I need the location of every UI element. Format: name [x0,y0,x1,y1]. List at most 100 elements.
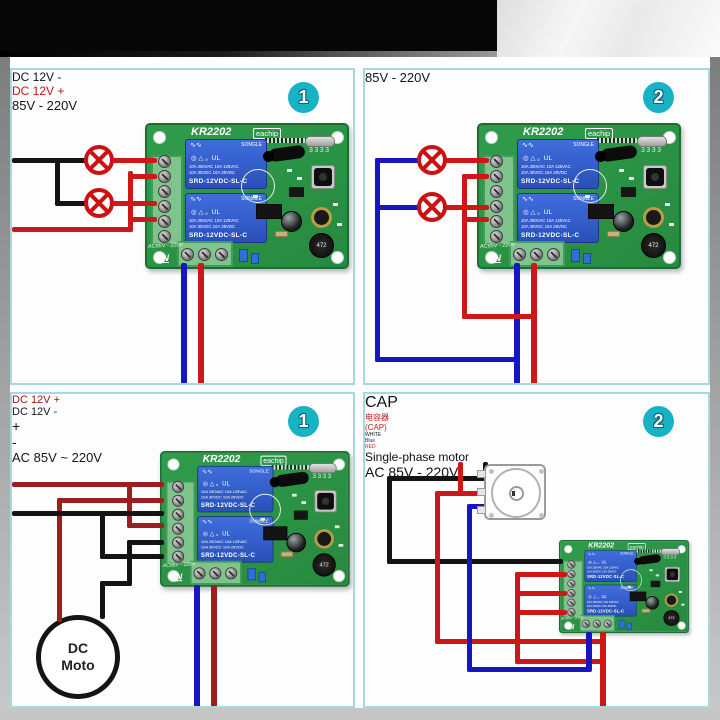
relay-rating-line1: 10A 250VAC 10A 125VAC [587,600,619,604]
smd-capacitor-blue [258,571,267,583]
wire-segment [100,581,132,586]
electrolytic-capacitor [281,211,302,232]
crystal-oscillator [305,136,335,147]
screw-terminal [172,508,185,521]
push-button-dot [651,173,659,181]
screw-slot [569,562,574,567]
screw-terminal [547,248,560,261]
wiring-label: 电容器 [365,413,389,422]
relay-rating-line2: 10A 30VDC 10A 28VDC [200,494,244,500]
smd-capacitor-blue [583,253,591,264]
inductor-value-label: 472 [668,616,675,620]
electrolytic-capacitor-gold [311,207,332,228]
screw-slot [161,188,169,196]
screw-terminal [567,560,576,569]
screw-terminal [490,155,503,168]
wire-segment [515,610,567,615]
smd-component [260,517,266,521]
wire-segment [515,659,603,664]
right-gray-strip [710,57,720,720]
lamp-symbol [84,188,114,218]
smd-component [669,223,674,226]
screw-slot [212,570,219,577]
screw-terminal [603,619,612,628]
screw-slot [228,570,235,577]
relay-logo: ∿∿ [522,142,534,149]
screw-terminal [172,536,185,549]
relay-rating-line1: 10A 250VAC 10A 125VAC [189,218,239,223]
lamp-symbol [417,192,447,222]
relay-rating-line2: 10A 30VDC 10A 28VDC [200,544,244,550]
smd-component [292,493,297,497]
screw-slot [175,525,182,533]
wire-segment [435,491,440,644]
smd-ic [289,187,304,197]
wire-segment [586,632,592,672]
screw-slot [161,233,169,241]
smd-component [585,195,590,198]
dc-motor-label-line1: DC [67,639,89,656]
resistor [641,608,651,613]
rf-receiver-knob [595,151,606,162]
screw-slot [569,572,574,577]
screw-terminal [581,619,591,628]
screw-terminal [172,494,185,507]
relay-model-label: SRD-12VDC-SL-C [521,178,580,185]
screw-slot [605,621,611,627]
motor-shaft-circle [509,486,524,501]
screw-terminal [158,200,171,213]
screw-terminal [215,248,228,261]
relay-rating-line2: 10A 30VDC 10A 28VDC [587,569,617,574]
relay-logo: ∿∿ [190,196,202,203]
wire-segment [100,511,105,559]
relay-cert-icons: ◎ △ 。UL [202,530,230,538]
wire-segment [375,205,419,210]
screw-slot [161,158,169,166]
solder-pad-row [597,138,639,143]
motor-shaft-key [512,491,515,496]
relay-logo: ∿∿ [201,518,213,526]
wire-segment [128,217,157,222]
screw-slot [569,610,574,615]
mounting-hole [153,131,166,144]
relay-rating-line2: 10A 30VDC 10A 28VDC [587,604,617,608]
step-2-badge: 2 [643,82,674,113]
wire-segment [515,572,567,577]
board-in-label: IN [568,622,575,630]
mounting-hole [485,251,498,264]
smd-component [253,195,258,198]
screw-slot [175,511,182,519]
screw-terminal [567,569,576,579]
electrolytic-capacitor-gold [314,529,334,549]
wire-segment [194,585,200,706]
motor-terminal-tab [477,488,486,496]
relay-rating-line2: 10A 30VDC 10A 28VDC [521,170,568,175]
wire-segment [462,217,489,222]
screw-terminal [490,200,503,213]
smd-component [337,223,342,226]
relay-cert-icons: ◎ △ 。UL [523,209,553,216]
mounting-hole [564,621,573,630]
mounting-hole [167,570,180,583]
step-1-badge: 1 [288,82,319,113]
wiring-label: (CAP) [365,423,387,432]
wire-segment [127,523,164,528]
smd-component [681,603,685,606]
mounting-hole [677,621,686,630]
wire-segment [211,585,217,706]
relay-rating-line1: 10A 250VAC 10A 125VAC [521,164,571,169]
screw-slot [184,251,192,259]
board-model-label: KR2202 [202,453,241,465]
wire-segment [57,498,164,503]
top-black-banner [0,0,497,57]
screw-slot [493,188,501,196]
wiring-label: Single-phase motor [365,450,470,464]
board-in-label: IN [492,253,501,263]
relay-brand-label: SONGLE [620,552,634,556]
smd-component [338,544,344,547]
board-in-label: IN [173,571,183,582]
motor-terminal-tab [477,470,486,478]
